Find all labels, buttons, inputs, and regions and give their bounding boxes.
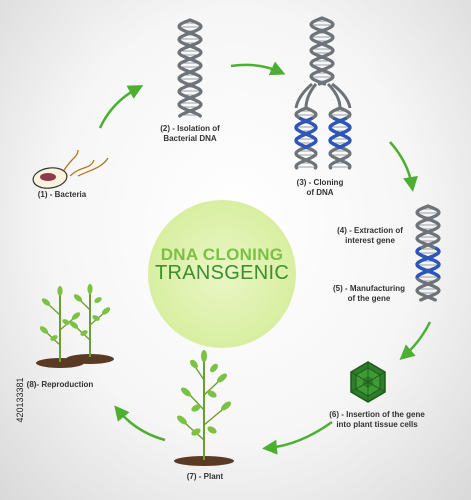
hexagon-cell-icon xyxy=(350,361,386,403)
label-insertion-line1: (6) - Insertion of the gene xyxy=(329,410,425,419)
label-cloning-line2: of DNA xyxy=(306,188,334,197)
bacteria-icon xyxy=(32,149,109,189)
plant-icon xyxy=(174,350,234,466)
label-manufacturing-line1: (5) - Manufacturing xyxy=(333,284,405,293)
label-reproduction: (8)- Reproduction xyxy=(26,380,94,389)
dna-gene-icon xyxy=(415,204,441,302)
label-bacteria: (1) - Bacteria xyxy=(37,190,87,199)
arrow-icon xyxy=(399,321,432,360)
dna-cloning-icon xyxy=(294,16,352,170)
label-isolation-line2: Bacterial DNA xyxy=(163,134,217,143)
label-isolation-line1: (2) - Isolation of xyxy=(160,124,220,133)
stock-id: 420133381 xyxy=(15,377,25,423)
arrow-icon xyxy=(262,420,333,455)
arrow-icon xyxy=(98,85,144,129)
reproduction-icon xyxy=(36,284,114,368)
label-manufacturing-line2: of the gene xyxy=(347,294,391,303)
title-transgenic: TRANSGENIC xyxy=(154,262,290,284)
dna-icon xyxy=(177,18,203,118)
arrow-icon xyxy=(389,141,418,192)
label-extraction-line1: (4) - Extraction of xyxy=(337,226,403,235)
arrow-icon xyxy=(114,405,166,442)
title-dna-cloning: DNA CLONING xyxy=(160,245,284,264)
label-plant: (7) - Plant xyxy=(186,472,224,481)
arrow-icon xyxy=(230,61,286,76)
label-cloning-line1: (3) - Cloning xyxy=(296,178,344,187)
center-circle xyxy=(148,200,296,348)
label-extraction-line2: interest gene xyxy=(345,236,395,245)
label-insertion-line2: into plant tissue cells xyxy=(336,420,418,429)
